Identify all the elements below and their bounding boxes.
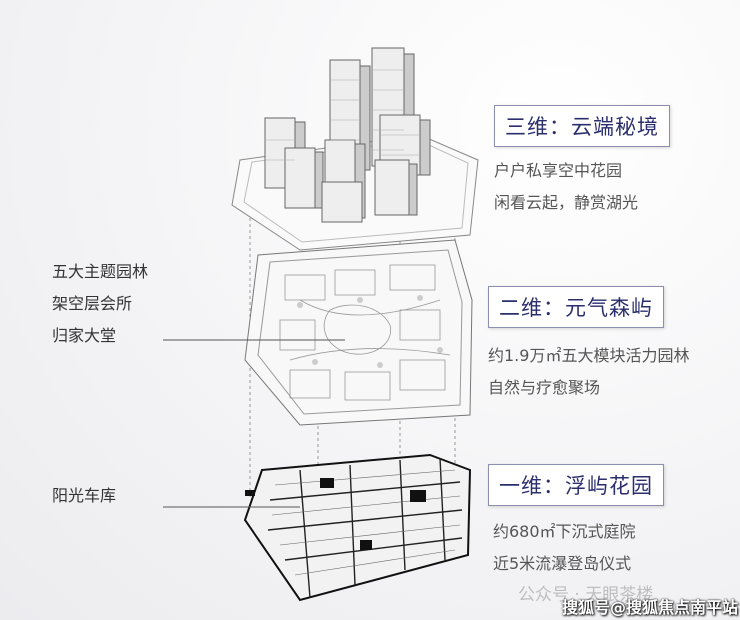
left-label: 阳光车库 [52,486,117,505]
desc-line: 户户私享空中花园 [494,161,623,180]
desc-line: 约1.9万㎡五大模块活力园林 [488,346,690,365]
left-label: 五大主题园林 [52,262,149,281]
middle-layer-labels: 五大主题园林 架空层会所 归家大堂 [52,256,148,352]
bottom-layer-label: 阳光车库 [52,480,116,512]
level-title-2d: 二维：元气森屿 [488,286,664,328]
middle-layer-garden-plan [244,239,473,426]
left-label: 归家大堂 [52,326,117,345]
level-desc-1d: 约680㎡下沉式庭院 近5米流瀑登岛仪式 [493,516,636,580]
level-desc-3d: 户户私享空中花园 闲看云起，静赏湖光 [494,155,638,219]
left-label: 架空层会所 [52,294,133,313]
desc-line: 约680㎡下沉式庭院 [493,522,636,541]
level-title-1d: 一维：浮屿花园 [488,464,664,506]
top-layer-towers [231,47,479,251]
desc-line: 自然与疗愈聚场 [488,378,601,397]
desc-line: 近5米流瀑登岛仪式 [493,554,632,573]
desc-line: 闲看云起，静赏湖光 [494,193,639,212]
watermark-source: 搜狐号@搜狐焦点南平站 [562,598,739,617]
level-title-3d: 三维：云端秘境 [494,105,670,147]
bottom-layer-garage [243,453,472,602]
watermark-account: 公众号 · 天眼茶楼 [518,585,654,605]
level-desc-2d: 约1.9万㎡五大模块活力园林 自然与疗愈聚场 [488,340,689,404]
